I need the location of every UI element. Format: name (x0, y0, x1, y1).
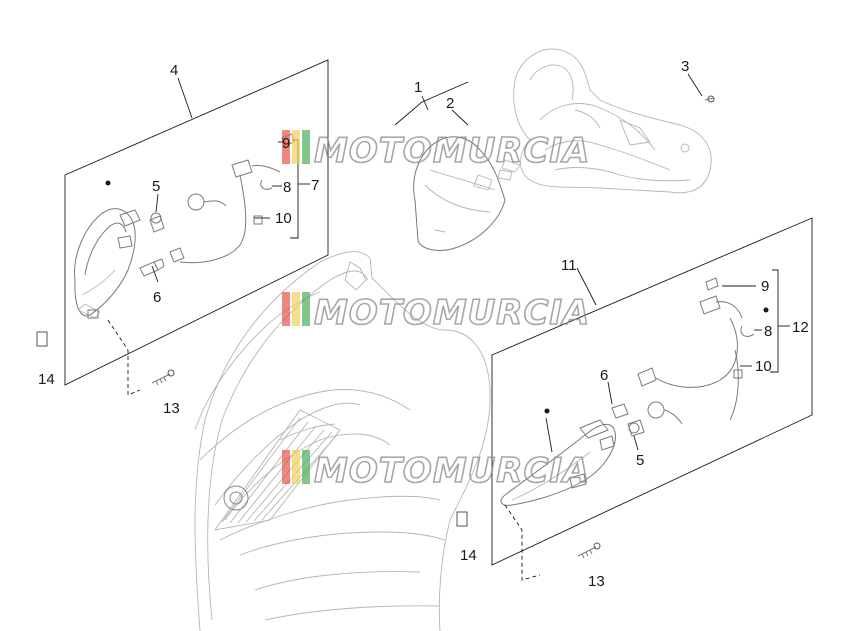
instrument-cover (413, 136, 513, 251)
leader-lines (151, 73, 762, 453)
bulb-6-top (139, 258, 165, 277)
grommet-14-bottom (456, 511, 468, 527)
watermark-stripe (292, 130, 300, 164)
bracket-12 (770, 269, 790, 373)
watermark-stripe (302, 450, 310, 484)
callout-9-bottom: 9 (761, 278, 769, 295)
clip-10-top (253, 215, 263, 225)
assembly-path-bottom (504, 504, 541, 581)
watermark-stripe (292, 292, 300, 326)
assembly-path-top (107, 319, 141, 396)
callout-3: 3 (681, 58, 689, 75)
clip-8-bottom (740, 325, 755, 337)
assembly-frame-left (64, 59, 329, 386)
watermark-text: MOTOMURCIA (314, 131, 590, 171)
callout-2: 2 (446, 95, 454, 112)
callout-dot (544, 408, 550, 414)
callout-13-top: 13 (163, 400, 180, 417)
nut-9-bottom (705, 277, 719, 291)
callout-5-top: 5 (152, 178, 160, 195)
screw-13-top (151, 369, 175, 386)
wiring-harness-bottom (637, 295, 743, 425)
clip-10-bottom (733, 369, 743, 379)
grommet-14-top (36, 331, 48, 347)
callout-14-top: 14 (38, 371, 55, 388)
callout-dot (763, 307, 769, 313)
right-turn-signal (500, 419, 616, 506)
callout-11: 11 (561, 257, 577, 274)
callout-8-top: 8 (283, 179, 291, 196)
screw-3 (704, 95, 715, 103)
callout-12: 12 (792, 319, 809, 336)
callouts: 4 5 6 8 9 10 7 14 13 1 2 3 11 9 8 12 10 … (38, 58, 809, 590)
callout-10-top: 10 (275, 210, 292, 227)
watermark-stripe (302, 292, 310, 326)
left-turn-signal (74, 208, 141, 319)
callout-7: 7 (311, 177, 319, 194)
callout-13-bottom: 13 (588, 573, 605, 590)
watermark-3: MOTOMURCIA (282, 450, 590, 492)
screw-13-bottom (577, 542, 601, 559)
watermark-text: MOTOMURCIA (314, 451, 590, 491)
callout-9-top: 9 (282, 135, 290, 152)
clip-8-top (260, 179, 273, 190)
callout-6-bottom: 6 (600, 367, 608, 384)
callout-14-bottom: 14 (460, 547, 477, 564)
bulb-5-top (149, 212, 165, 233)
watermark-2: MOTOMURCIA (282, 292, 590, 334)
callout-6-top: 6 (153, 289, 161, 306)
watermark-text: MOTOMURCIA (314, 293, 590, 333)
callout-5-bottom: 5 (636, 452, 644, 469)
watermark-1: MOTOMURCIA (282, 130, 590, 172)
callout-10-bottom: 10 (755, 358, 772, 375)
watermark-stripe (282, 450, 290, 484)
watermark-stripe (282, 292, 290, 326)
assembly-frame-right (491, 217, 813, 566)
bulb-5-bottom (627, 419, 645, 437)
callout-dot (105, 180, 111, 186)
watermark-stripe (292, 450, 300, 484)
callout-8-bottom: 8 (764, 323, 772, 340)
watermark-stripe (302, 130, 310, 164)
front-emblem (223, 485, 249, 511)
handlebar-cover (501, 48, 712, 194)
callout-1: 1 (414, 79, 422, 96)
bulb-6-bottom (611, 403, 629, 419)
callout-4: 4 (170, 62, 178, 79)
wiring-harness-top (169, 159, 281, 264)
watermark-stripe (282, 130, 290, 164)
